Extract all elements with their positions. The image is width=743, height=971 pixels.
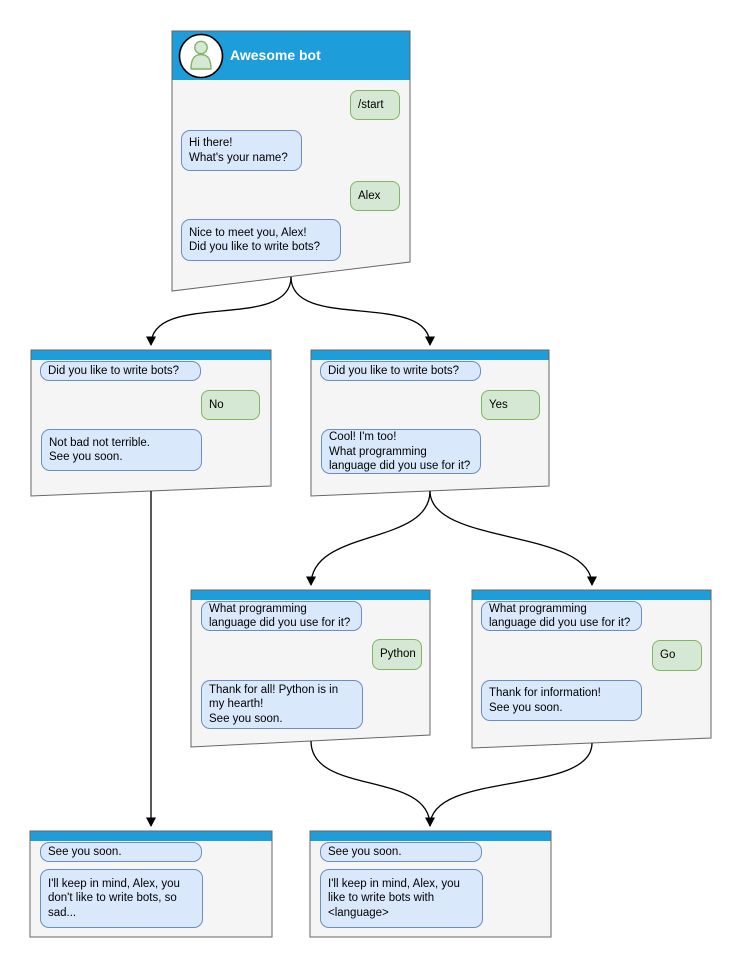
bot-person-icon xyxy=(178,33,224,79)
user-message-name: Alex xyxy=(350,181,400,211)
bot-message-python-reply: Thank for all! Python is in my hearth! S… xyxy=(201,680,363,729)
bot-message-greeting: Hi there! What's your name? xyxy=(181,130,302,171)
connector-root-to-no xyxy=(146,276,292,346)
connector-yes-to-go xyxy=(429,490,597,586)
bot-message-keep-in-mind-language: I'll keep in mind, Alex, you like to wri… xyxy=(320,869,483,928)
bot-message-see-you: See you soon. xyxy=(40,842,202,862)
user-message-go: Go xyxy=(652,640,702,671)
connector-root-to-yes xyxy=(290,276,435,346)
bot-message-go-reply: Thank for information! See you soon. xyxy=(481,680,642,721)
user-message-start: /start xyxy=(350,90,400,120)
user-message-python: Python xyxy=(372,639,422,670)
bot-message-keep-in-mind-no: I'll keep in mind, Alex, you don't like … xyxy=(40,869,203,928)
bot-message-language-question: What programming language did you use fo… xyxy=(481,601,642,631)
bot-message-no-reply: Not bad not terrible. See you soon. xyxy=(41,429,202,471)
bot-message-yes-reply: Cool! I'm too! What programming language… xyxy=(321,429,481,474)
connector-yes-to-python xyxy=(306,490,431,586)
window-title: Awesome bot xyxy=(230,47,321,63)
bot-message-question: Did you like to write bots? xyxy=(320,361,481,381)
bot-message-ask-bots: Nice to meet you, Alex! Did you like to … xyxy=(181,219,341,261)
bot-avatar xyxy=(178,33,224,79)
bot-message-see-you: See you soon. xyxy=(320,842,482,862)
bot-message-question: Did you like to write bots? xyxy=(40,361,201,381)
user-message-yes: Yes xyxy=(481,390,540,420)
bot-message-language-question: What programming language did you use fo… xyxy=(201,601,362,631)
user-message-no: No xyxy=(201,390,260,420)
connector-python-to-end xyxy=(310,740,435,827)
connector-go-to-end xyxy=(429,742,593,827)
